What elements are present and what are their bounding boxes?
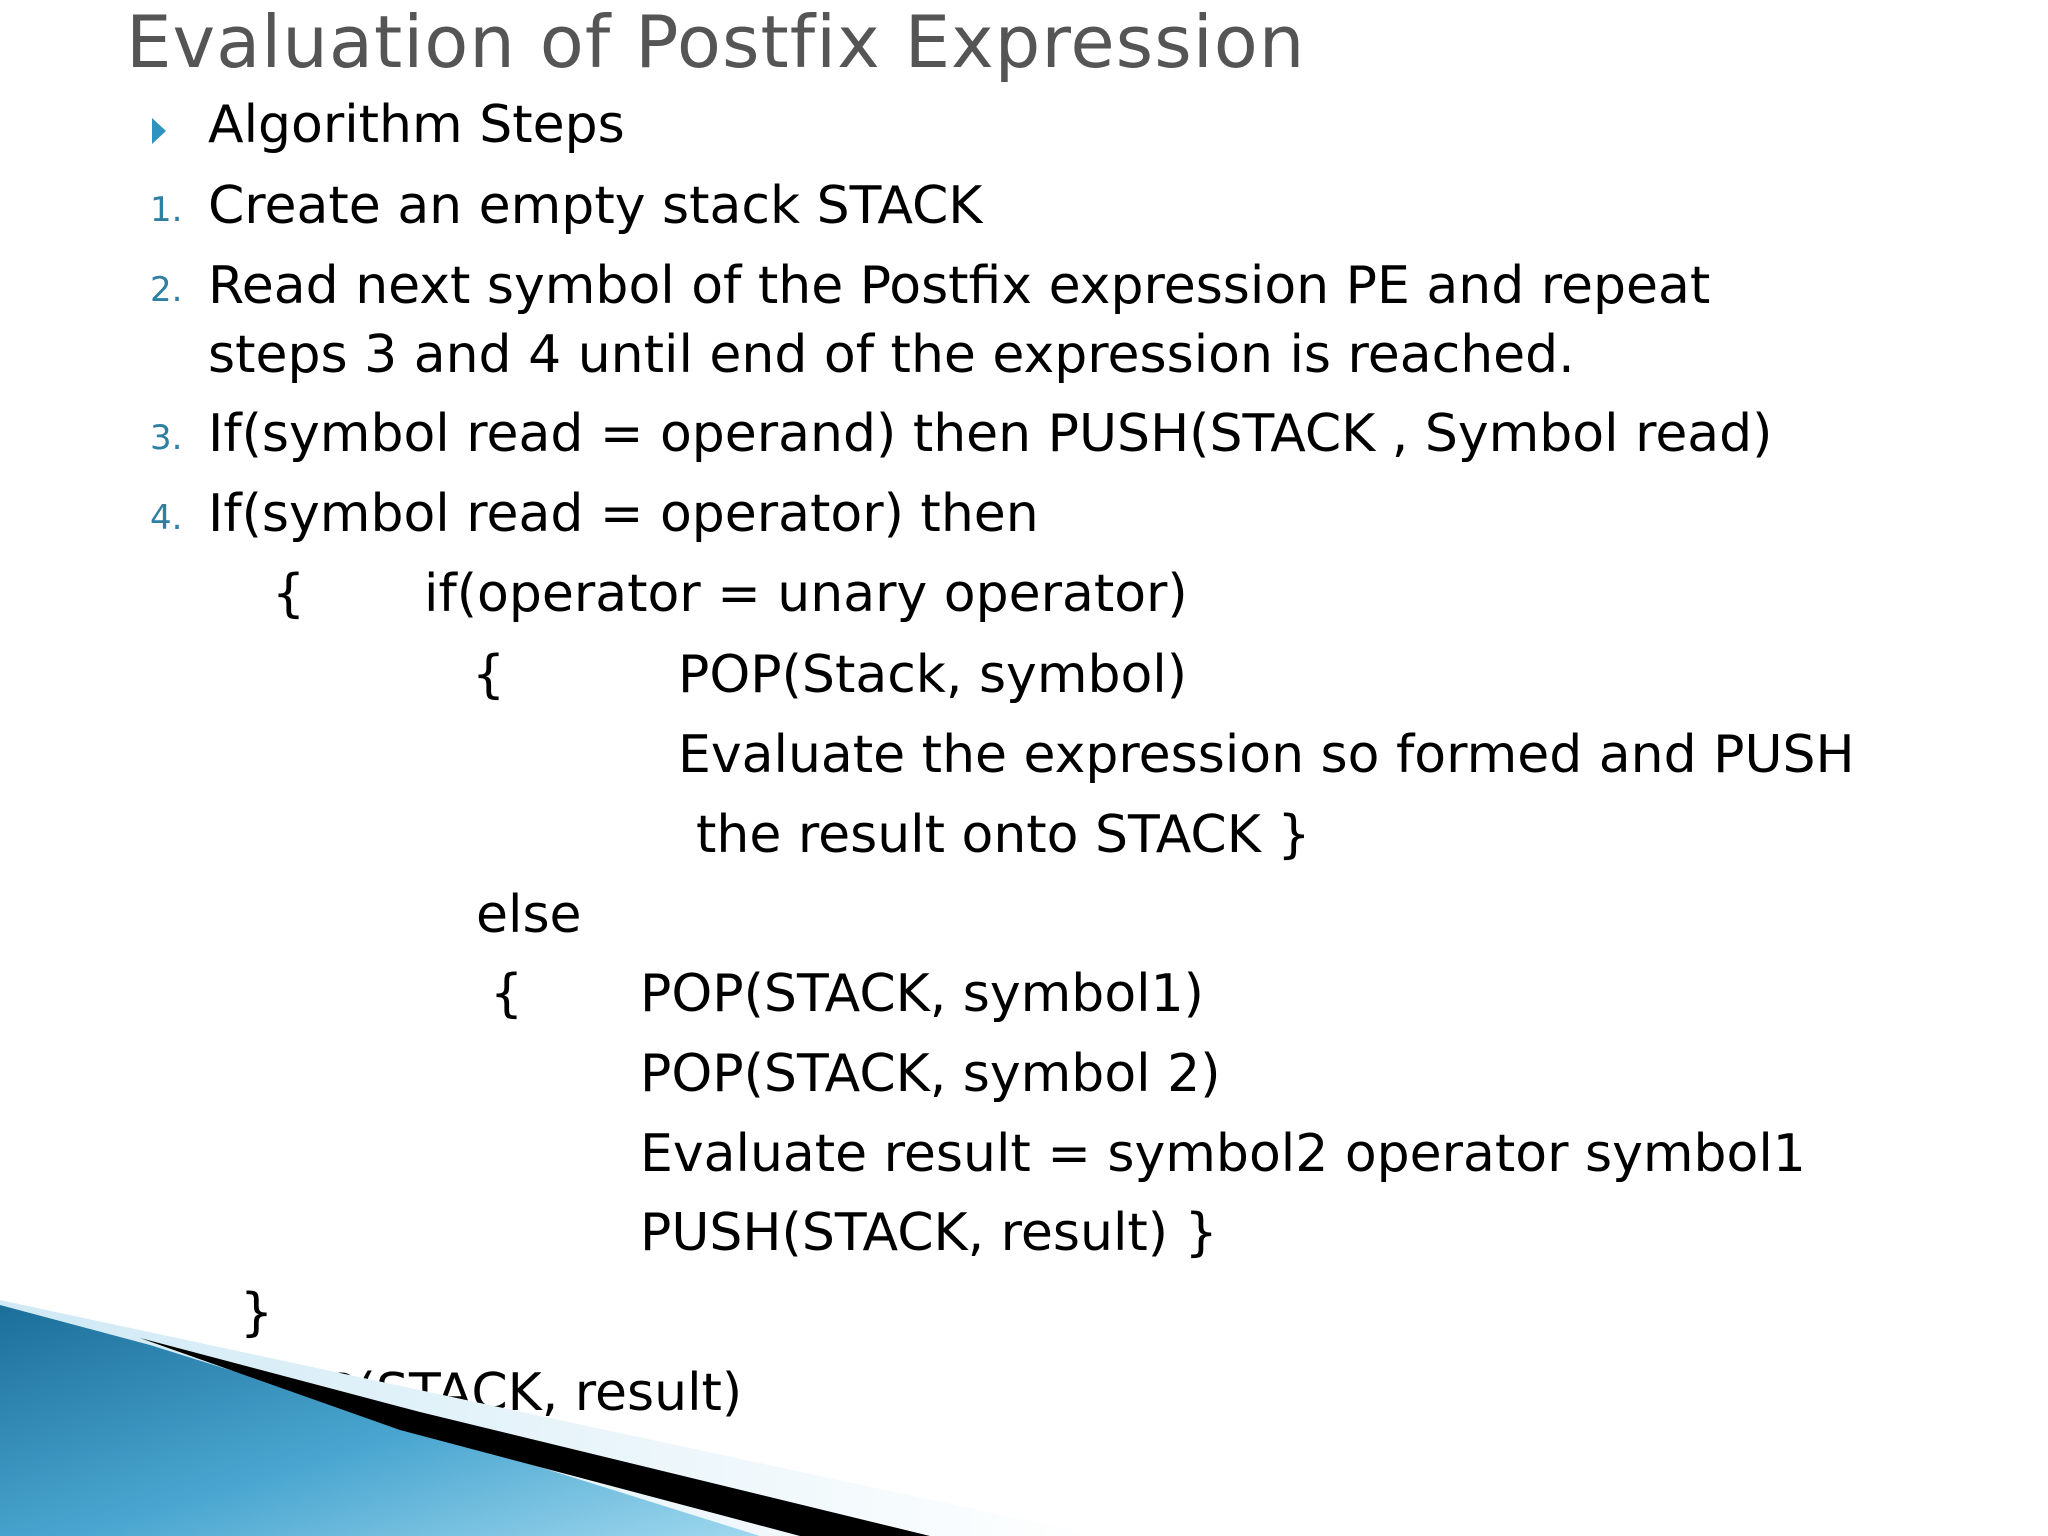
code-push-result: PUSH(STACK, result) } [640,1203,1218,1263]
step-number: 4. [150,498,183,538]
step-text: Read next symbol of the Postfix expressi… [208,256,1711,316]
slide-title: Evaluation of Postfix Expression [126,0,1306,84]
code-evaluate-formed: Evaluate the expression so formed and PU… [678,725,1855,785]
code-open-brace: { [490,964,524,1024]
step-number: 6. [150,1456,183,1496]
step-text-continuation: steps 3 and 4 until end of the expressio… [208,325,1575,385]
step-text: End [252,1443,351,1503]
heading-bullet-text: Algorithm Steps [208,95,625,155]
code-pop-symbol1: POP(STACK, symbol1) [640,964,1204,1024]
step-number: 5. [150,1376,183,1416]
code-pop-symbol2: POP(STACK, symbol 2) [640,1044,1221,1104]
step-text: Create an empty stack STACK [208,176,983,236]
code-result-onto: the result onto STACK } [696,805,1311,865]
step-number: 1. [150,190,183,230]
step-text: If(symbol read = operator) then [208,484,1039,544]
step-text: If(symbol read = operand) then PUSH(STAC… [208,404,1773,464]
code-open-brace: { [272,564,306,624]
code-pop-symbol: POP(Stack, symbol) [678,645,1188,705]
code-open-brace: { [472,645,506,705]
code-close-brace: } [240,1283,274,1343]
step-number: 3. [150,418,183,458]
step-number: 2. [150,270,183,310]
code-if-unary: if(operator = unary operator) [424,564,1188,624]
step-text: POP(STACK, result) [252,1363,743,1423]
triangle-bullet-icon [152,118,166,144]
code-else: else [476,885,582,945]
code-evaluate-result: Evaluate result = symbol2 operator symbo… [640,1124,1806,1184]
